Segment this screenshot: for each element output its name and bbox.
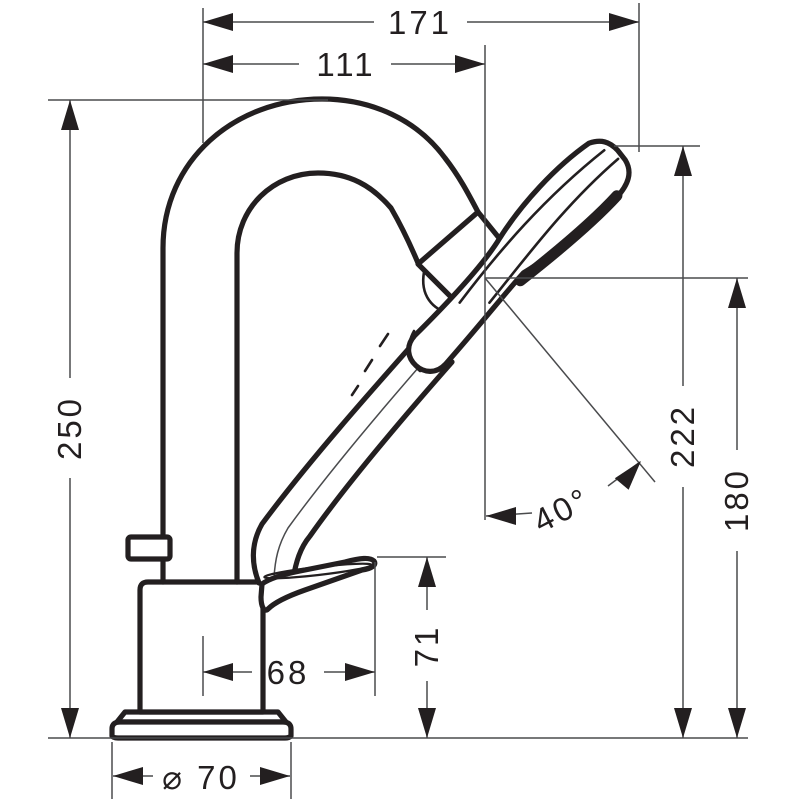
- hose-dashes: [350, 332, 390, 397]
- spray-face-edge: [514, 190, 623, 287]
- dimension-label-71: 71: [408, 625, 445, 668]
- dimension-label-40deg: 40°: [527, 480, 596, 540]
- dimension-171: 171: [203, 4, 639, 41]
- dimension-222: 222: [664, 146, 701, 738]
- dimension-111: 111: [203, 46, 485, 83]
- dimension-label-111: 111: [316, 46, 375, 83]
- arrowhead: [486, 507, 516, 525]
- arrowhead: [674, 708, 692, 738]
- arrowhead: [614, 461, 641, 490]
- dimension-180: 180: [718, 278, 755, 738]
- arrowhead: [203, 663, 233, 681]
- lever-handle-top-face: [263, 562, 373, 580]
- arrowhead: [674, 146, 692, 176]
- arrowhead: [260, 767, 290, 785]
- dimension-label-250: 250: [51, 396, 88, 460]
- dimension-label-dia70: ⌀ 70: [162, 759, 240, 796]
- spout-inner-edge: [234, 170, 421, 585]
- hose-band: [253, 336, 452, 583]
- arrowhead: [203, 13, 233, 31]
- dimension-250: 250: [51, 100, 88, 738]
- dimension-40deg: 40°: [485, 461, 641, 540]
- base-plate: [109, 709, 294, 741]
- base-plate-flange: [109, 719, 294, 741]
- shower-handle-end-rim: [407, 329, 422, 373]
- dimension-base-diameter: ⌀ 70: [113, 759, 290, 796]
- arrowhead: [203, 55, 233, 73]
- arrowhead: [418, 557, 436, 587]
- arrowhead: [728, 278, 746, 308]
- arrowhead: [345, 663, 375, 681]
- dimension-label-68: 68: [267, 654, 310, 691]
- mixer-body: [137, 579, 266, 715]
- shower-hose: [250, 332, 455, 586]
- dimension-annotations: 171 111 250 222 180: [48, 3, 755, 799]
- dimension-label-180: 180: [718, 468, 755, 532]
- spout-outer-edge: [160, 96, 481, 585]
- dimension-label-171: 171: [388, 4, 452, 41]
- hose-outer-edge: [250, 333, 423, 586]
- extension-lines: [48, 3, 748, 799]
- diverter-knob: [125, 534, 173, 562]
- shower-head-arris-lines: [458, 148, 620, 305]
- arrowhead: [113, 767, 143, 785]
- faucet-outline: [109, 96, 632, 741]
- arrowhead: [61, 708, 79, 738]
- arrowhead: [728, 708, 746, 738]
- spout-gooseneck: [160, 96, 481, 585]
- arrowhead: [61, 100, 79, 130]
- dimension-71: 71: [408, 557, 445, 738]
- arrowhead: [609, 13, 639, 31]
- lever-handle: [258, 555, 378, 613]
- arrowhead: [455, 55, 485, 73]
- hose-inner-edge: [290, 359, 455, 582]
- dimension-68: 68: [203, 654, 375, 691]
- ext-shower-axis-ray: [484, 277, 656, 483]
- arrowhead: [418, 708, 436, 738]
- hose-center-line: [273, 351, 433, 579]
- hand-shower: [406, 138, 632, 374]
- dimension-label-222: 222: [664, 404, 701, 468]
